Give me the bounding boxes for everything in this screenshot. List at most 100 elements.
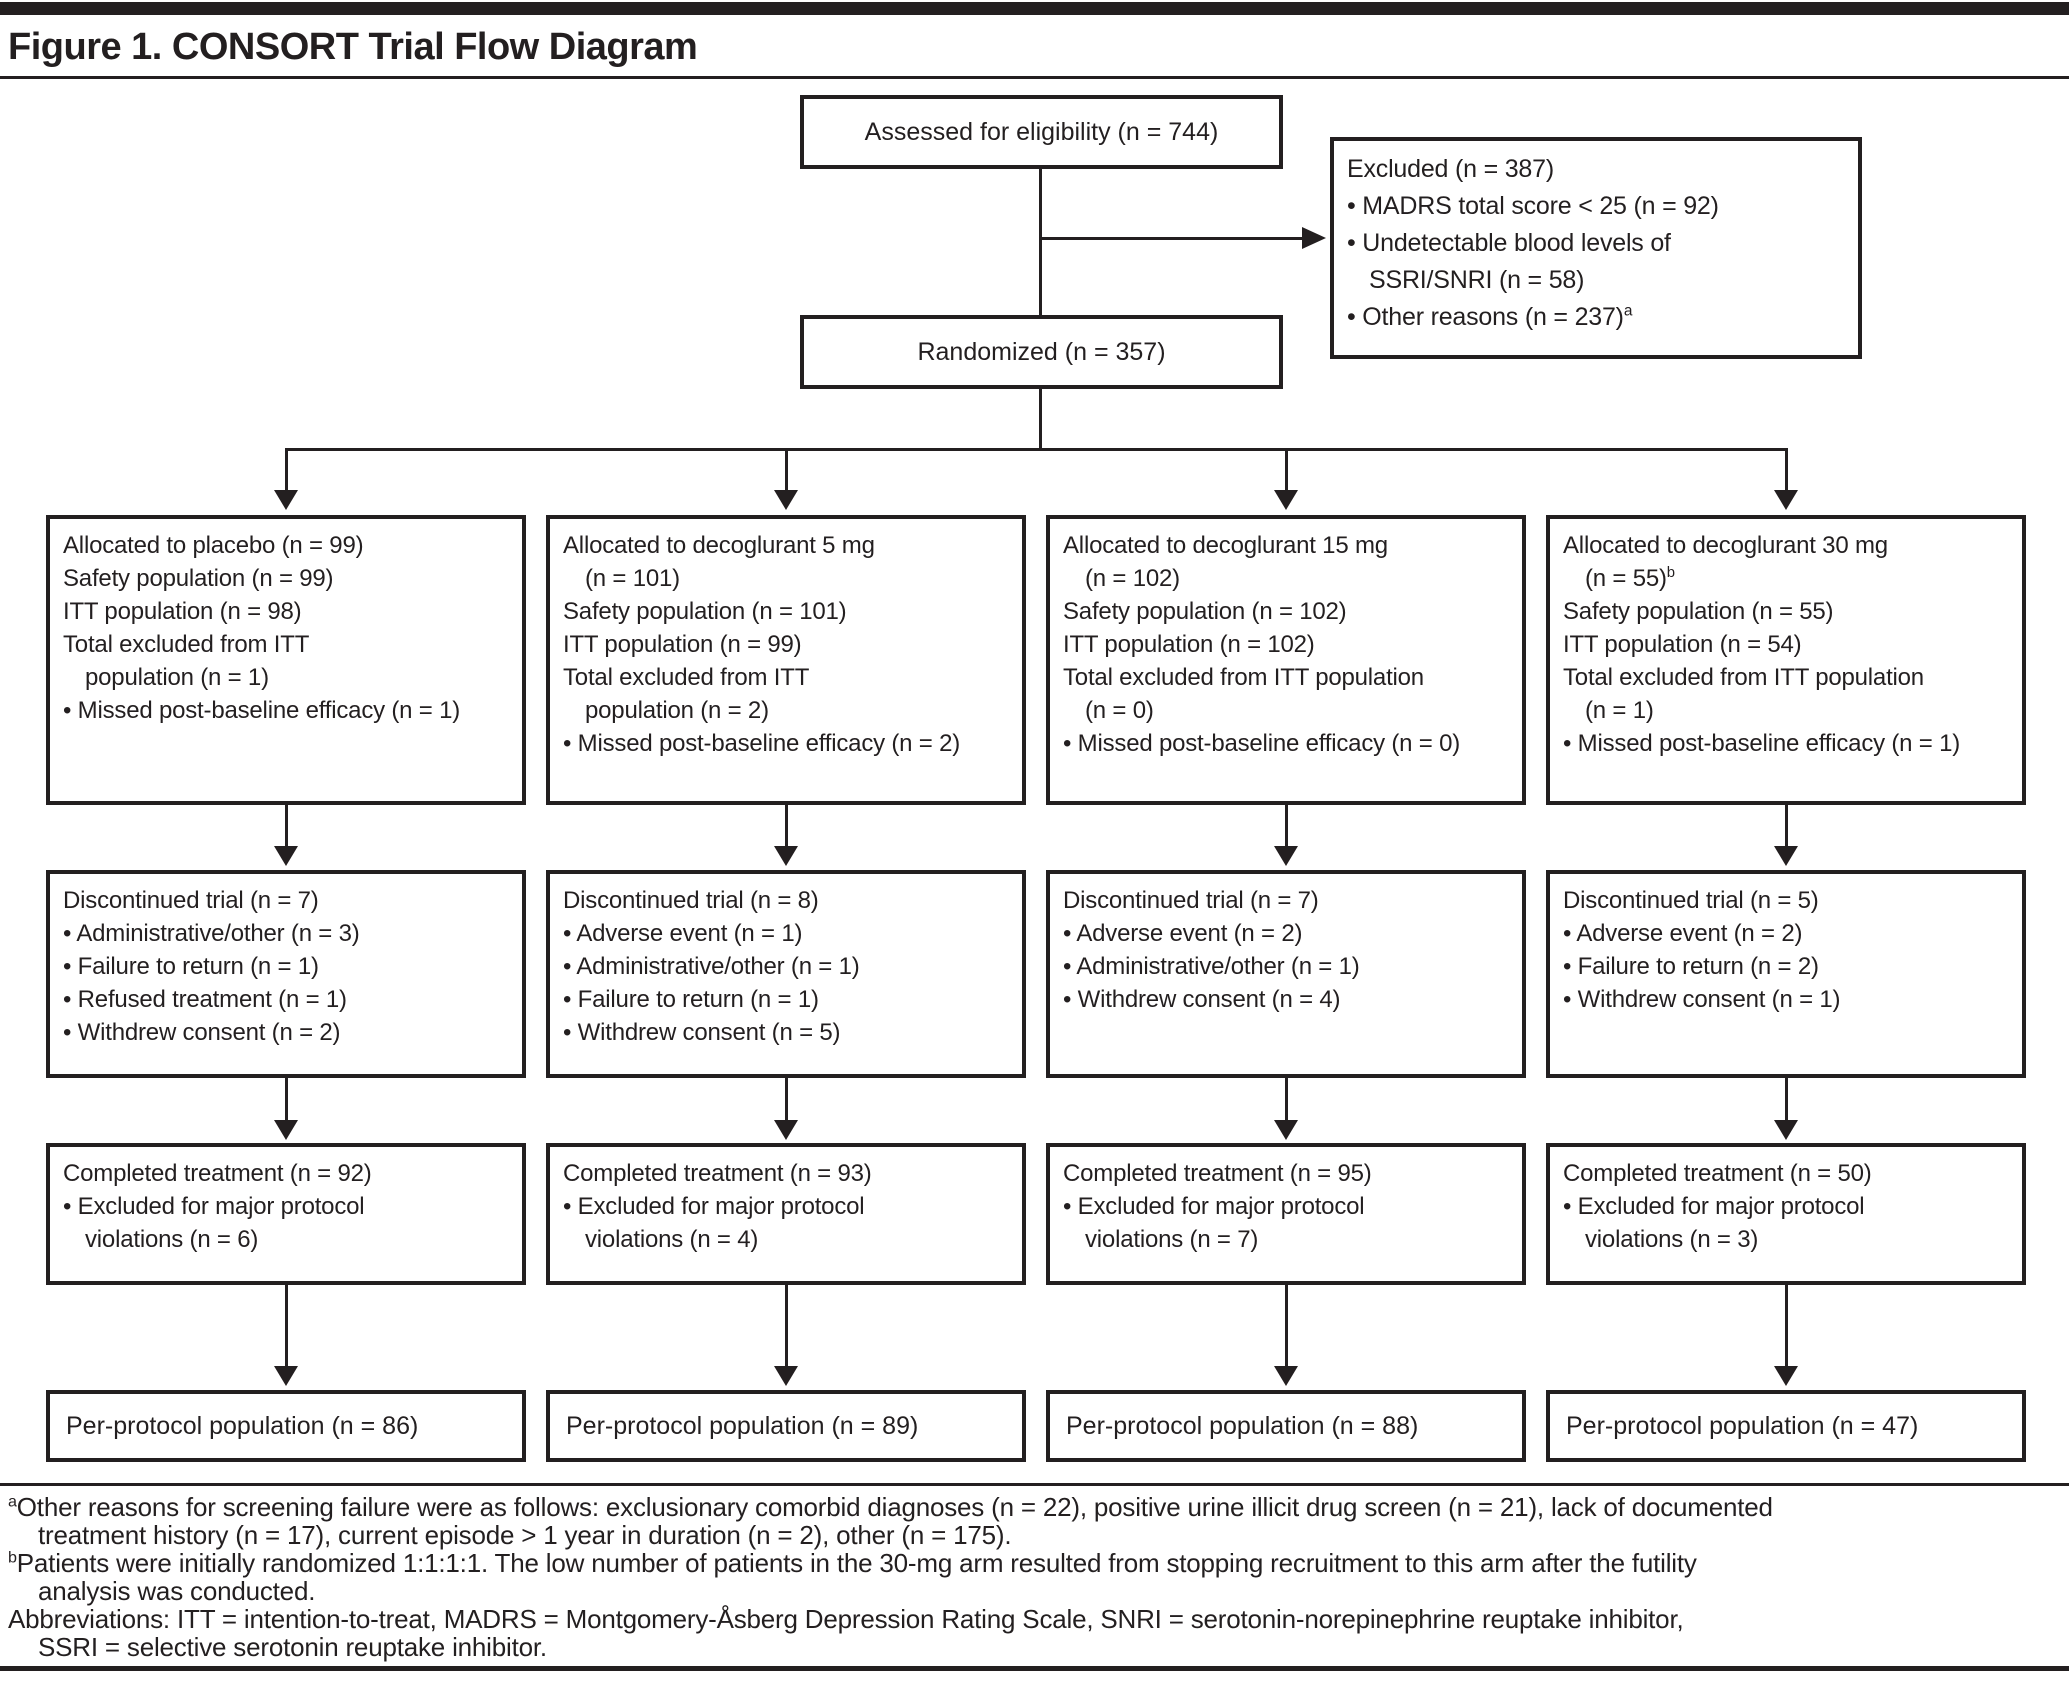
box-line: Discontinued trial (n = 5) (1563, 887, 1819, 914)
box-line: • Failure to return (n = 1) (63, 953, 319, 980)
assessed-box: Assessed for eligibility (n = 744) (800, 95, 1283, 169)
box-line: • Excluded for major protocol (1563, 1193, 1865, 1220)
box-line: Completed treatment (n = 50) (1563, 1160, 1872, 1187)
footnote-b-line1: bPatients were initially randomized 1:1:… (8, 1548, 1697, 1578)
assessed-label: Assessed for eligibility (n = 744) (864, 117, 1219, 146)
box-line-cont: population (n = 2) (585, 697, 769, 724)
per-protocol-box-30mg: Per-protocol population (n = 47) (1546, 1390, 2026, 1462)
box-line: • Failure to return (n = 1) (563, 986, 819, 1013)
box-line: Total excluded from ITT population (1563, 664, 1924, 691)
connector (785, 805, 788, 848)
discontinued-box-placebo: Discontinued trial (n = 7) • Administrat… (46, 870, 526, 1078)
connector (1785, 805, 1788, 848)
arrow-down-icon (774, 846, 798, 866)
box-line: ITT population (n = 99) (563, 631, 802, 658)
randomized-label: Randomized (n = 357) (917, 337, 1166, 366)
box-line: Allocated to decoglurant 30 mg (1563, 532, 1888, 559)
box-line: • Excluded for major protocol (63, 1193, 365, 1220)
box-line: • Adverse event (n = 2) (1563, 920, 1803, 947)
excluded-bullet: • Other reasons (n = 237)a (1347, 302, 1633, 331)
box-line: Per-protocol population (n = 86) (66, 1411, 419, 1440)
box-line: • Missed post-baseline efficacy (n = 1) (63, 697, 461, 724)
box-line: Allocated to decoglurant 15 mg (1063, 532, 1388, 559)
footnote-b-line2: analysis was conducted. (38, 1576, 316, 1606)
abbreviations-line1: Abbreviations: ITT = intention-to-treat,… (8, 1604, 1684, 1634)
allocation-box-placebo: Allocated to placebo (n = 99) Safety pop… (46, 515, 526, 805)
box-line: Total excluded from ITT (563, 664, 810, 691)
connector-randomized-branch (1039, 389, 1042, 448)
box-line: • Failure to return (n = 2) (1563, 953, 1819, 980)
arrow-down-icon (1274, 1366, 1298, 1386)
excluded-bullet: • MADRS total score < 25 (n = 92) (1347, 192, 1719, 220)
box-line: Completed treatment (n = 93) (563, 1160, 872, 1187)
box-line: • Missed post-baseline efficacy (n = 1) (1563, 730, 1961, 757)
arrow-down-icon (1774, 490, 1798, 510)
footnotes: aOther reasons for screening failure wer… (8, 1493, 2063, 1661)
box-line: Safety population (n = 102) (1063, 598, 1347, 625)
branch-stem-4 (1785, 448, 1788, 492)
arrow-down-icon (1774, 1120, 1798, 1140)
box-line: • Administrative/other (n = 1) (1063, 953, 1360, 980)
branch-stem-2 (785, 448, 788, 492)
footnote-marker-a: a (1623, 302, 1633, 320)
box-line: ITT population (n = 102) (1063, 631, 1315, 658)
box-line: • Missed post-baseline efficacy (n = 0) (1063, 730, 1461, 757)
arrow-down-icon (1274, 1120, 1298, 1140)
arrow-down-icon (1774, 1366, 1798, 1386)
arrow-down-icon (274, 490, 298, 510)
connector (785, 1285, 788, 1368)
footnote-marker-b: b (1666, 565, 1675, 581)
completed-box-5mg: Completed treatment (n = 93) • Excluded … (546, 1143, 1026, 1285)
arrow-down-icon (274, 1366, 298, 1386)
allocation-box-5mg: Allocated to decoglurant 5 mg (n = 101) … (546, 515, 1026, 805)
box-line: Per-protocol population (n = 47) (1566, 1411, 1919, 1440)
box-line: Discontinued trial (n = 7) (1063, 887, 1319, 914)
box-line: • Adverse event (n = 1) (563, 920, 803, 947)
allocation-box-15mg: Allocated to decoglurant 15 mg (n = 102)… (1046, 515, 1526, 805)
arrow-down-icon (1274, 490, 1298, 510)
connector (285, 805, 288, 848)
completed-box-placebo: Completed treatment (n = 92) • Excluded … (46, 1143, 526, 1285)
figure-title: Figure 1. CONSORT Trial Flow Diagram (8, 26, 698, 68)
footnote-marker-b: b (8, 1548, 17, 1567)
arrow-right-icon (1302, 227, 1326, 249)
arrow-down-icon (774, 1120, 798, 1140)
arrow-down-icon (274, 846, 298, 866)
arrow-down-icon (274, 1120, 298, 1140)
connector (285, 1285, 288, 1368)
completed-box-15mg: Completed treatment (n = 95) • Excluded … (1046, 1143, 1526, 1285)
footnote-rule (0, 1483, 2069, 1486)
branch-line (285, 448, 1788, 451)
box-line: • Withdrew consent (n = 5) (563, 1019, 841, 1046)
box-line: • Withdrew consent (n = 2) (63, 1019, 341, 1046)
box-line: Total excluded from ITT (63, 631, 310, 658)
footnote-a-line1: aOther reasons for screening failure wer… (8, 1492, 1773, 1522)
box-line: • Adverse event (n = 2) (1063, 920, 1303, 947)
per-protocol-box-5mg: Per-protocol population (n = 89) (546, 1390, 1026, 1462)
arrow-down-icon (1774, 846, 1798, 866)
box-line: Allocated to placebo (n = 99) (63, 532, 364, 559)
box-line-cont: (n = 102) (1085, 565, 1180, 592)
abbreviations-line2: SSRI = selective serotonin reuptake inhi… (38, 1632, 547, 1662)
box-line-cont: (n = 0) (1085, 697, 1154, 724)
box-line: Total excluded from ITT population (1063, 664, 1424, 691)
box-line: Discontinued trial (n = 7) (63, 887, 319, 914)
box-line: • Withdrew consent (n = 1) (1563, 986, 1841, 1013)
footnote-a-line2: treatment history (n = 17), current epis… (38, 1520, 1012, 1550)
per-protocol-box-placebo: Per-protocol population (n = 86) (46, 1390, 526, 1462)
connector (1285, 1285, 1288, 1368)
box-line: Safety population (n = 99) (63, 565, 334, 592)
box-line: • Administrative/other (n = 3) (63, 920, 360, 947)
box-line-cont: violations (n = 4) (585, 1226, 759, 1253)
discontinued-box-15mg: Discontinued trial (n = 7) • Adverse eve… (1046, 870, 1526, 1078)
completed-box-30mg: Completed treatment (n = 50) • Excluded … (1546, 1143, 2026, 1285)
connector-to-excluded (1041, 237, 1303, 240)
box-line: Per-protocol population (n = 89) (566, 1411, 919, 1440)
box-line: • Refused treatment (n = 1) (63, 986, 347, 1013)
connector (785, 1078, 788, 1122)
box-line: Safety population (n = 101) (563, 598, 847, 625)
branch-stem-1 (285, 448, 288, 492)
arrow-down-icon (774, 1366, 798, 1386)
box-line: ITT population (n = 54) (1563, 631, 1802, 658)
connector-assessed-randomized (1039, 169, 1042, 315)
